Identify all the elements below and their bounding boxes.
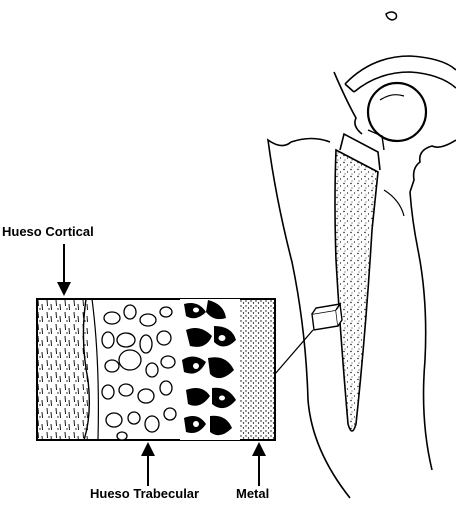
- corner-mark: [386, 12, 397, 20]
- connector-line: [275, 330, 313, 374]
- label-metal: Metal: [236, 486, 269, 501]
- arrow-up-icon: [252, 442, 266, 486]
- femoral-head: [368, 83, 426, 141]
- implant-stem: [335, 130, 404, 431]
- sample-cube: [312, 304, 342, 330]
- label-hueso-cortical: Hueso Cortical: [2, 224, 94, 239]
- arrow-up-icon: [141, 442, 155, 486]
- inset-section: [37, 299, 275, 440]
- arrow-down-icon: [57, 244, 71, 296]
- label-hueso-trabecular: Hueso Trabecular: [90, 486, 199, 501]
